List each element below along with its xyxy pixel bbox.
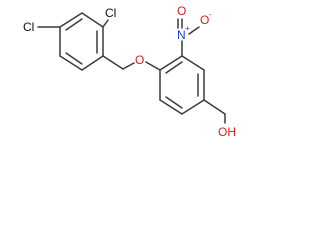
bond-ring1-a: [59, 12, 83, 28]
nitro-n-positive-charge: +: [185, 24, 190, 33]
bond-ch2-ring: [102, 55, 124, 70]
nitro-o-negative-charge: -: [209, 10, 212, 19]
bond-ring1-double-3: [65, 52, 83, 65]
bond-ring2-e: [159, 99, 183, 115]
bond-ring2-ch2: [203, 99, 226, 115]
molecule-structure-diagram: Cl Cl O N + O O - OH: [23, 4, 236, 139]
bond-ch2-o: [122, 62, 135, 70]
atom-nitro-nitrogen: N: [177, 28, 186, 42]
atom-cl-top: Cl: [105, 6, 116, 20]
atom-nitro-oxygen-top: O: [177, 4, 186, 18]
atom-hydroxyl: OH: [218, 125, 236, 139]
bond-ring1-d: [81, 55, 104, 71]
atom-nitro-oxygen-right: O: [200, 13, 209, 27]
bond-ring2-double-3: [165, 96, 183, 109]
bond-ring2-b: [181, 55, 205, 71]
bond-ring2-a: [159, 55, 183, 71]
bond-ring1-double-1: [65, 18, 83, 31]
atom-ether-oxygen: O: [135, 53, 144, 67]
atom-cl-left: Cl: [23, 20, 34, 34]
bond-o-ring2: [145, 61, 161, 71]
bond-cl-top: [102, 19, 109, 28]
bond-ring2-double-1: [165, 61, 183, 74]
bond-nitro-o-right: [188, 26, 200, 35]
dichlorophenyl-ring: [59, 12, 104, 71]
bond-ring2-d: [181, 99, 205, 115]
bond-ring1-e: [59, 55, 83, 71]
nitrophenyl-ring: [159, 55, 205, 115]
bond-ring1-b: [81, 12, 104, 28]
